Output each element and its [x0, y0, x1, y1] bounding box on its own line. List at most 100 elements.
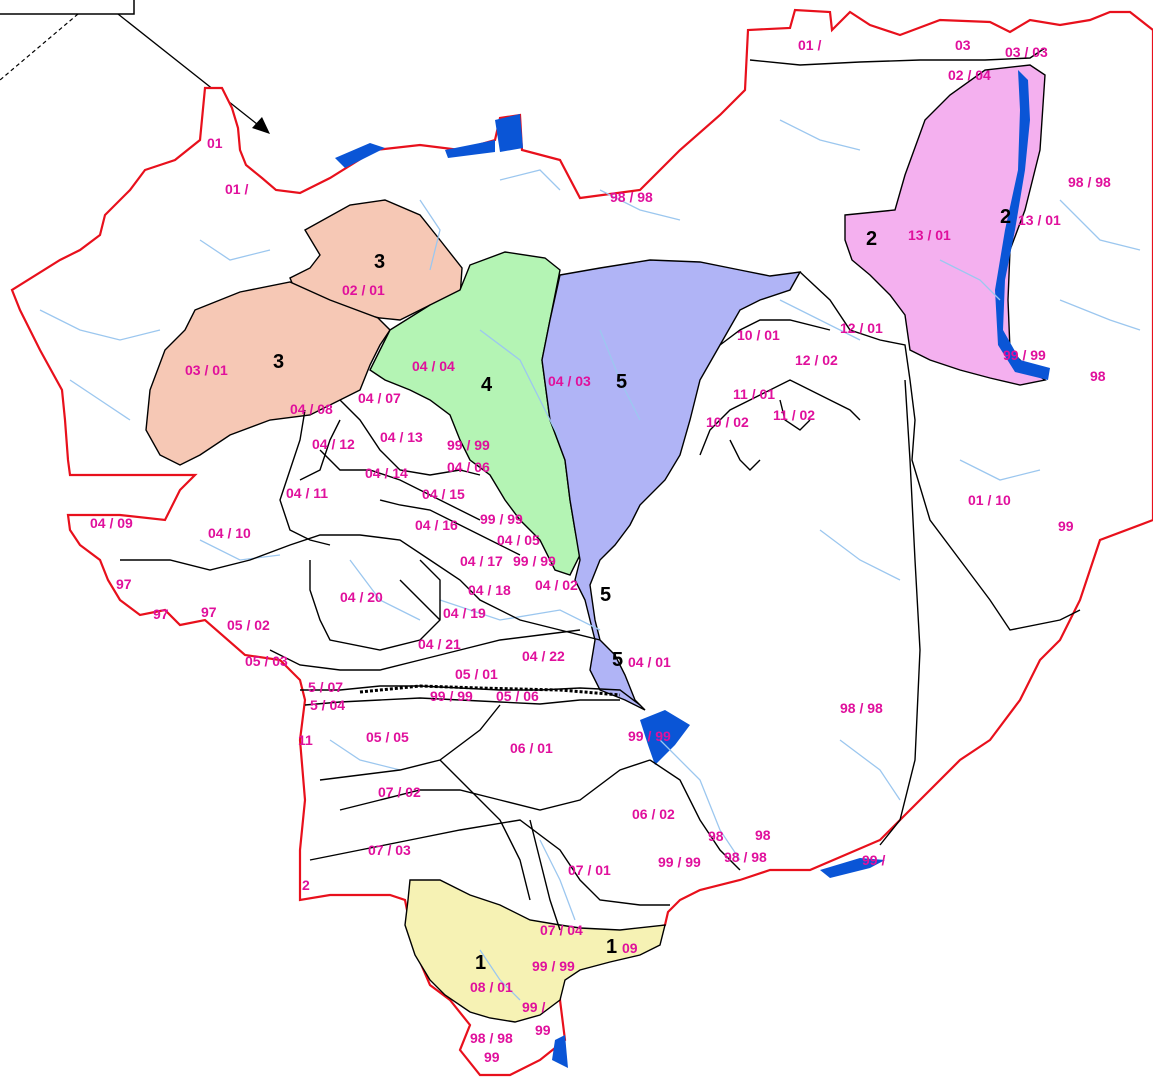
- zone-number: 1: [475, 952, 486, 974]
- zone-5: [541, 259, 802, 711]
- callout-dashed-pointer: [0, 13, 79, 81]
- zone-number: 5: [612, 649, 623, 671]
- code-label: 06 / 02: [632, 806, 675, 822]
- code-label: 04 / 21: [418, 636, 461, 652]
- lake-confluence: [640, 710, 690, 765]
- code-label: 2: [302, 877, 310, 893]
- code-label: 97: [116, 576, 132, 592]
- code-label: 98 / 98: [470, 1030, 513, 1046]
- reservoir-southeast: [820, 858, 885, 878]
- code-label: 01: [207, 135, 223, 151]
- code-label: 03 / 01: [185, 362, 228, 378]
- code-label: 04 / 06: [447, 459, 490, 475]
- code-label: 04 / 01: [628, 654, 671, 670]
- code-label: 07 / 03: [368, 842, 411, 858]
- code-label: 99 /: [522, 999, 545, 1015]
- code-label: 02 / 01: [342, 282, 385, 298]
- code-label: 09: [622, 940, 638, 956]
- code-label: 99: [535, 1022, 551, 1038]
- code-label: 10 / 01: [737, 327, 780, 343]
- zone-3-north: [289, 199, 463, 321]
- water-bodies: [335, 70, 1050, 1068]
- code-label: 5 / 07: [308, 679, 343, 695]
- code-label: 04 / 13: [380, 429, 423, 445]
- code-label: 04 / 14: [365, 465, 408, 481]
- code-label: 04 / 09: [90, 515, 133, 531]
- callout: [0, 0, 270, 134]
- reservoir-north-2: [445, 140, 495, 158]
- code-label: 12 / 02: [795, 352, 838, 368]
- zone-number: 3: [273, 351, 284, 373]
- code-label: 05 / 03: [245, 653, 288, 669]
- code-label: 04 / 18: [468, 582, 511, 598]
- zone-number: 3: [374, 251, 385, 273]
- code-label: 06 / 01: [510, 740, 553, 756]
- zone-number: 4: [481, 374, 493, 396]
- code-label: 04 / 10: [208, 525, 251, 541]
- code-label: 04 / 22: [522, 648, 565, 664]
- code-label: 05 / 02: [227, 617, 270, 633]
- code-label: 99: [484, 1049, 500, 1065]
- code-label: 99 / 99: [447, 437, 490, 453]
- code-label: 05 / 01: [455, 666, 498, 682]
- sub-basin-codes: 01 / 03 03 / 03 02 / 04 01 01 / 98 / 98 …: [90, 37, 1111, 1065]
- code-label: 03: [955, 37, 971, 53]
- code-label: 13 / 01: [908, 227, 951, 243]
- main-river-channel: [359, 684, 621, 697]
- code-label: 98 / 98: [724, 849, 767, 865]
- code-label: 99 / 99: [1003, 347, 1046, 363]
- code-label: 97: [153, 606, 169, 622]
- code-label: 5 / 04: [310, 697, 345, 713]
- code-label: 97: [201, 604, 217, 620]
- zone-number: 2: [1000, 206, 1011, 228]
- code-label: 04 / 11: [286, 485, 328, 501]
- code-label: 04 / 07: [358, 390, 401, 406]
- sub-basin-boundaries: [120, 47, 1081, 931]
- reservoir-north-3: [335, 143, 385, 168]
- code-label: 11: [298, 732, 313, 748]
- code-label: 10 / 02: [706, 414, 749, 430]
- zone-number: 5: [600, 584, 611, 606]
- callout-arrow-line: [117, 13, 263, 129]
- code-label: 04 / 04: [412, 358, 455, 374]
- zone-number: 2: [866, 228, 877, 250]
- code-label: 98: [708, 828, 724, 844]
- code-label: 04 / 15: [422, 486, 465, 502]
- code-label: 98: [755, 827, 771, 843]
- code-label: 99: [1058, 518, 1074, 534]
- code-label: 99 / 99: [658, 854, 701, 870]
- code-label: 04 / 20: [340, 589, 383, 605]
- zone-numbers: 3 3 4 5 5 5 2 2 1 1: [273, 206, 1011, 974]
- code-label: 04 / 03: [548, 373, 591, 389]
- code-label: 04 / 05: [497, 532, 540, 548]
- code-label: 08 / 01: [470, 979, 513, 995]
- code-label: 04 / 12: [312, 436, 355, 452]
- zone-3-south: [145, 281, 391, 466]
- code-label: 98 / 98: [610, 189, 653, 205]
- reservoir-south: [552, 1035, 568, 1068]
- code-label: 05 / 05: [366, 729, 409, 745]
- code-label: 07 / 01: [568, 862, 611, 878]
- code-label: 99 / 99: [513, 553, 556, 569]
- zone-number: 5: [616, 371, 627, 393]
- code-label: 01 /: [798, 37, 821, 53]
- code-label: 02 / 04: [948, 67, 991, 83]
- code-label: 98: [1090, 368, 1106, 384]
- code-label: 99 / 99: [480, 511, 523, 527]
- zone-4: [369, 251, 581, 576]
- code-label: 98 / 98: [840, 700, 883, 716]
- callout-box: [0, 0, 135, 15]
- code-label: 11 / 01: [733, 386, 775, 402]
- code-label: 03 / 03: [1005, 44, 1048, 60]
- code-label: 11 / 02: [773, 407, 815, 423]
- code-label: 07 / 04: [540, 922, 583, 938]
- code-label: 99 / 99: [430, 688, 473, 704]
- code-label: 99 / 99: [628, 728, 671, 744]
- code-label: 04 / 17: [460, 553, 503, 569]
- code-label: 07 / 02: [378, 784, 421, 800]
- arrow-head-icon: [252, 117, 270, 134]
- code-label: 12 / 01: [840, 320, 883, 336]
- code-label: 04 / 16: [415, 517, 458, 533]
- code-label: 04 / 02: [535, 577, 578, 593]
